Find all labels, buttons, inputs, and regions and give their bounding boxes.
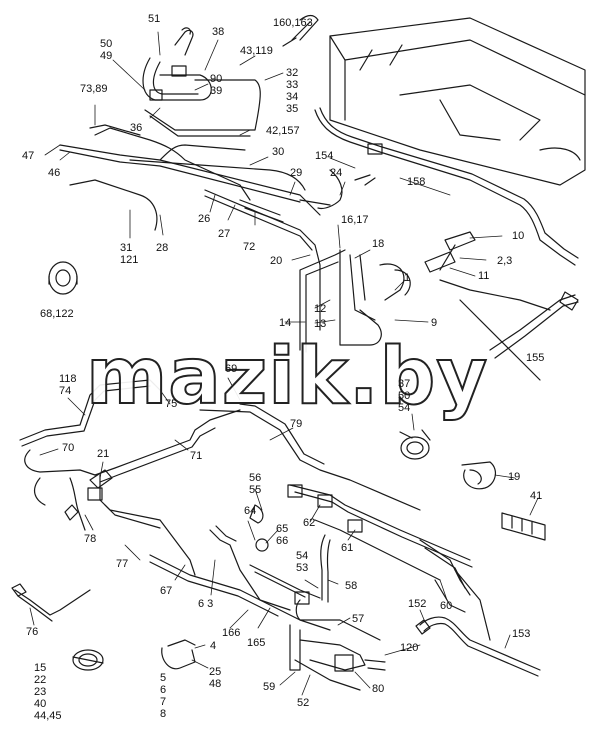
callout-79: 79 — [290, 418, 303, 430]
callout-25-48: 25 48 — [209, 666, 222, 690]
callout-72: 72 — [243, 241, 256, 253]
callout-78: 78 — [84, 533, 97, 545]
callout-21: 21 — [97, 448, 110, 460]
pipe-154 — [314, 107, 579, 266]
callout-1: 1 — [404, 272, 411, 284]
callout-70: 70 — [62, 442, 75, 454]
lower-manifold — [209, 484, 473, 691]
callout-158: 158 — [407, 176, 426, 188]
callout-13: 13 — [314, 318, 327, 330]
callout-153: 153 — [512, 628, 531, 640]
callout-77: 77 — [116, 558, 129, 570]
callout-118-74: 118 74 — [59, 373, 77, 397]
callout-38: 38 — [212, 26, 225, 38]
callout-30: 30 — [272, 146, 285, 158]
callout-12: 12 — [314, 303, 327, 315]
leader-lines — [29, 31, 539, 696]
callout-27: 27 — [218, 228, 231, 240]
pipe-155 — [489, 291, 579, 359]
callout-68-122: 68,122 — [40, 308, 74, 320]
callout-15-44-45: 15 22 23 40 44,45 — [34, 662, 62, 722]
callout-5-8: 5 6 7 8 — [160, 672, 167, 720]
callout-67: 67 — [160, 585, 173, 597]
watermark-text: mazik.by — [85, 331, 489, 423]
callout-26: 26 — [198, 213, 211, 225]
callout-32-35: 32 33 34 35 — [286, 67, 299, 115]
pipe-76 — [11, 583, 91, 622]
callout-37-50-54: 37 50 54 — [398, 378, 411, 414]
callout-41: 41 — [530, 490, 543, 502]
callout-155: 155 — [526, 352, 545, 364]
callout-120: 120 — [400, 642, 419, 654]
callout-42-157: 42,157 — [266, 125, 300, 137]
callout-16-17: 16,17 — [341, 214, 369, 226]
callout-58: 58 — [345, 580, 358, 592]
callout-28: 28 — [156, 242, 169, 254]
callout-90-39: 90 39 — [210, 73, 223, 97]
callout-61: 61 — [341, 542, 354, 554]
callout-54-53: 54 53 — [296, 550, 309, 574]
callout-56-55: 56 55 — [249, 472, 262, 496]
callout-10: 10 — [512, 230, 525, 242]
callout-51: 51 — [148, 13, 161, 25]
upper-hose-assembly — [142, 14, 319, 137]
callout-62: 62 — [303, 517, 316, 529]
callout-160-163: 160,163 — [273, 17, 313, 29]
callout-73-89: 73,89 — [80, 83, 108, 95]
callout-2-3: 2,3 — [497, 255, 513, 267]
callout-29: 29 — [290, 167, 303, 179]
callout-69: 69 — [225, 363, 238, 375]
callout-71: 71 — [190, 450, 203, 462]
callout-165: 165 — [247, 637, 266, 649]
callout-76: 76 — [26, 626, 39, 638]
callout-64: 64 — [244, 505, 257, 517]
callout-9: 9 — [431, 317, 438, 329]
callout-154: 154 — [315, 150, 334, 162]
callout-20: 20 — [270, 255, 283, 267]
callout-4: 4 — [210, 640, 217, 652]
callout-166: 166 — [222, 627, 241, 639]
callout-47: 47 — [22, 150, 35, 162]
callout-18: 18 — [372, 238, 385, 250]
callout-60: 60 — [440, 600, 453, 612]
callout-152: 152 — [408, 598, 427, 610]
grommet-68 — [48, 261, 78, 295]
callout-63: 6 3 — [198, 598, 214, 610]
callout-59: 59 — [263, 681, 276, 693]
callout-11: 11 — [478, 270, 490, 282]
callout-19: 19 — [508, 471, 521, 483]
clip-5 — [161, 639, 196, 670]
clamp-54 — [399, 429, 431, 460]
lower-left-harness — [19, 379, 421, 631]
callout-43-119: 43,119 — [240, 45, 273, 57]
callout-36: 36 — [130, 122, 143, 134]
callout-65-66: 65 66 — [276, 523, 289, 547]
callout-31-121: 31 121 — [120, 242, 139, 266]
callout-52: 52 — [297, 697, 310, 709]
callout-14: 14 — [279, 317, 292, 329]
bracket-41 — [501, 512, 546, 541]
fitting-21 — [87, 469, 113, 501]
pipe-153 — [415, 616, 541, 677]
callout-80: 80 — [372, 683, 385, 695]
callout-24: 24 — [330, 167, 343, 179]
callout-75: 75 — [165, 398, 178, 410]
engine-block-outline — [329, 17, 586, 186]
pipe-60 — [419, 539, 491, 641]
clamp-19 — [461, 461, 497, 490]
fitting-10-11 — [424, 231, 551, 381]
mid-pipe-harness — [59, 124, 411, 353]
callout-46: 46 — [48, 167, 61, 179]
clamp-15 — [72, 649, 104, 671]
callout-57: 57 — [352, 613, 365, 625]
callout-50-49: 50 49 — [100, 38, 113, 62]
